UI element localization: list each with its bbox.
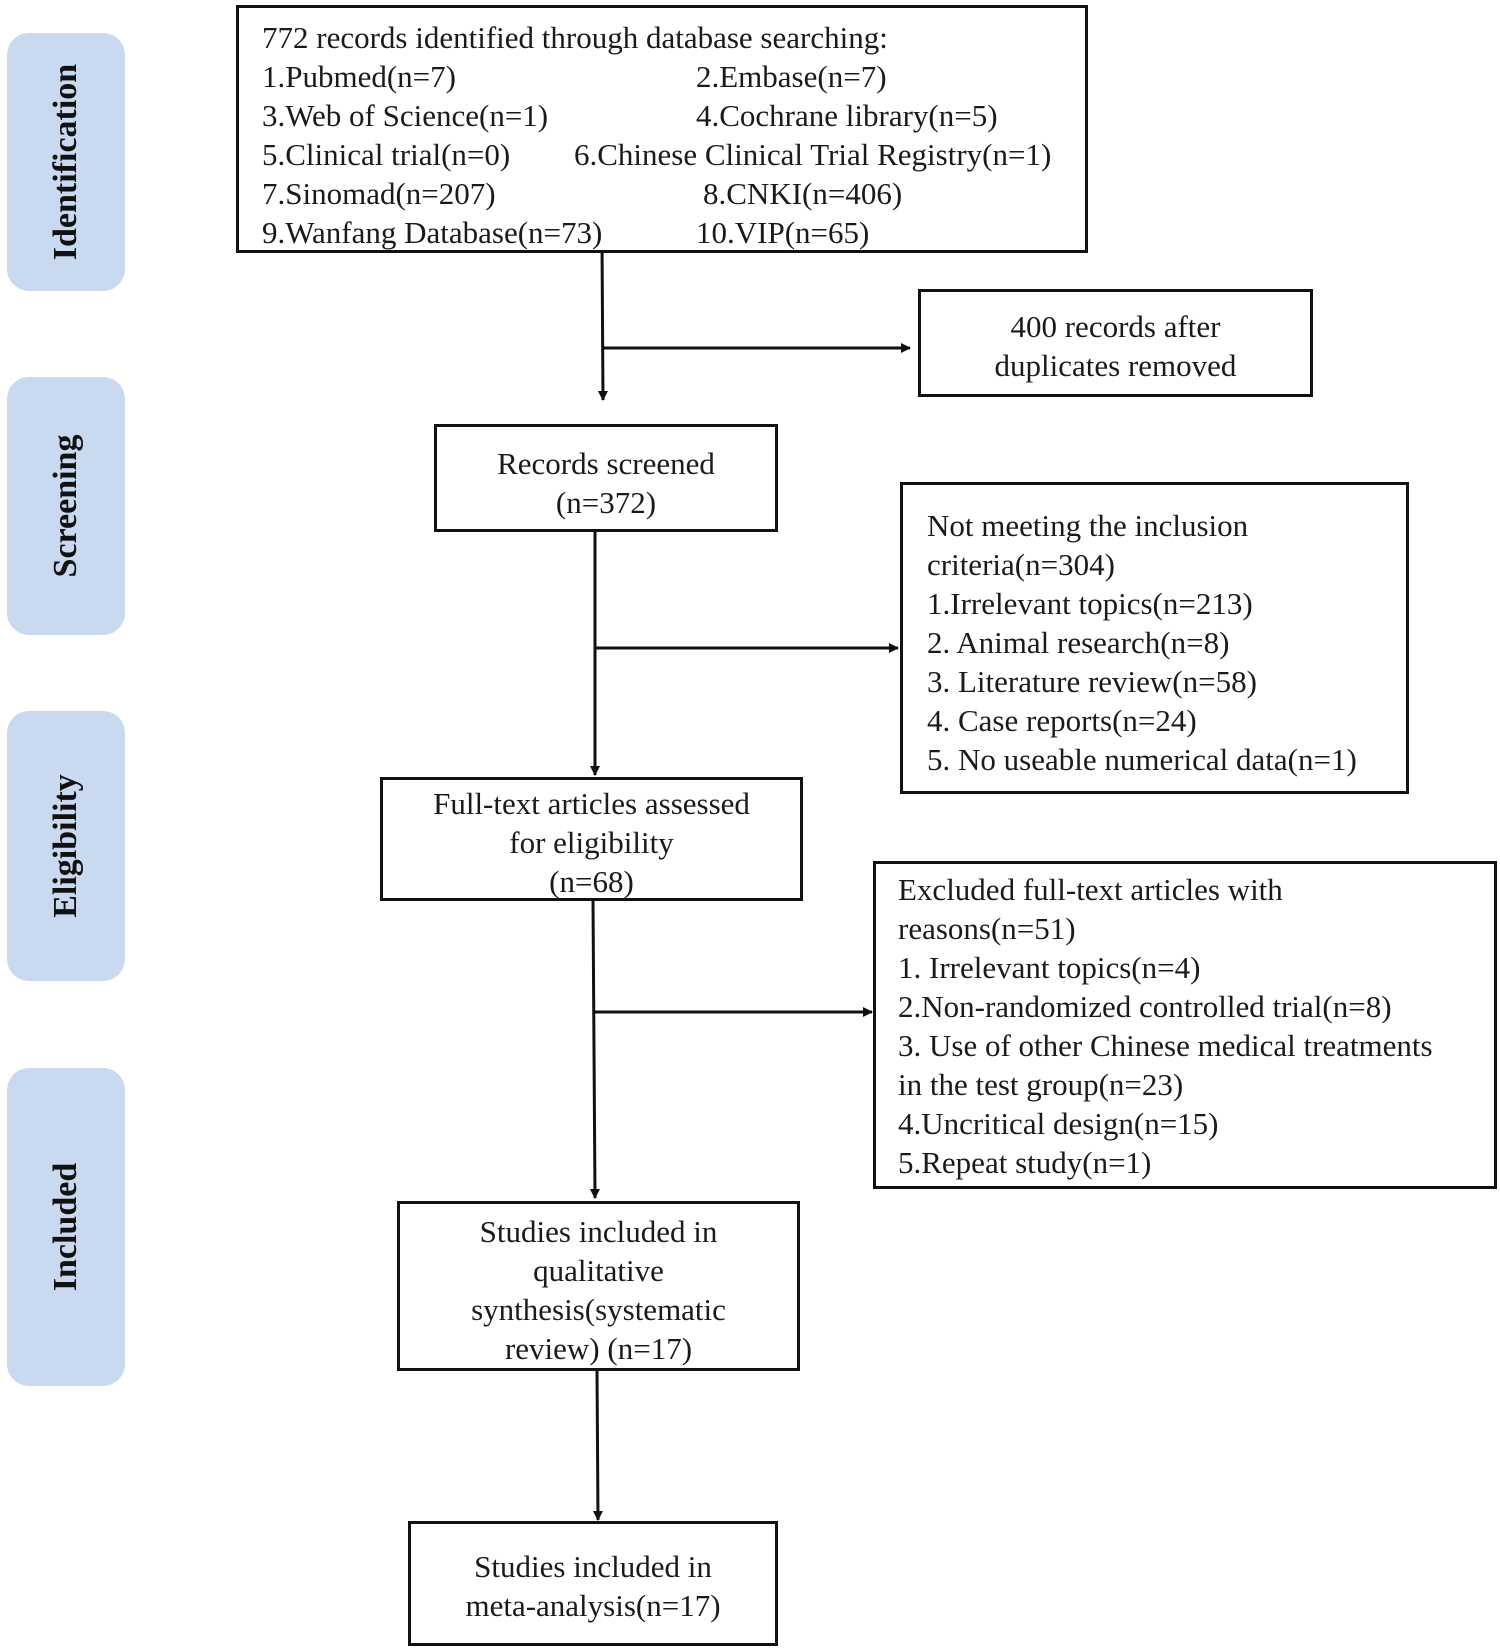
qualitative-synthesis-box: Studies included in qualitative synthesi…	[397, 1201, 800, 1371]
not-meeting-criteria-line: 4. Case reports(n=24)	[927, 703, 1197, 738]
full-text-assessed-line: (n=68)	[549, 864, 634, 899]
duplicates-removed-line: 400 records after	[1010, 309, 1221, 344]
stage-label-included: Included	[7, 1068, 125, 1386]
full-text-assessed-box: Full-text articles assessed for eligibil…	[380, 777, 803, 901]
not-meeting-criteria-line: 1.Irrelevant topics(n=213)	[927, 586, 1253, 621]
source-item: 1.Pubmed(n=7)	[262, 59, 456, 94]
qualitative-synthesis-line: synthesis(systematic	[471, 1292, 726, 1327]
qualitative-synthesis-line: review) (n=17)	[504, 1331, 693, 1366]
not-meeting-criteria-line: 3. Literature review(n=58)	[927, 664, 1257, 699]
qualitative-synthesis-line: qualitative	[533, 1253, 664, 1288]
meta-analysis-line: Studies included in	[474, 1549, 712, 1584]
excluded-full-text-line: in the test group(n=23)	[898, 1067, 1184, 1102]
source-row: 1.Pubmed(n=7) 2.Embase(n=7)	[262, 57, 1085, 96]
meta-analysis-line: meta-analysis(n=17)	[465, 1588, 721, 1623]
duplicates-removed-line: duplicates removed	[994, 348, 1237, 383]
source-item: 4.Cochrane library(n=5)	[696, 98, 998, 133]
excluded-full-text-line: 1. Irrelevant topics(n=4)	[898, 950, 1201, 985]
excluded-full-text-line: 5.Repeat study(n=1)	[898, 1145, 1152, 1180]
records-screened-line: Records screened	[497, 446, 715, 481]
source-item: 2.Embase(n=7)	[696, 59, 887, 94]
stage-label-identification: Identification	[7, 33, 125, 291]
arrow-qualitative-to-meta	[592, 1368, 603, 1521]
excluded-full-text-line: 4.Uncritical design(n=15)	[898, 1106, 1219, 1141]
source-row: 5.Clinical trial(n=0) 6.Chinese Clinical …	[262, 135, 1085, 174]
excluded-full-text-line: Excluded full-text articles with	[898, 872, 1283, 907]
source-row: 7.Sinomad(n=207) 8.CNKI(n=406)	[262, 174, 1085, 213]
source-item: 9.Wanfang Database(n=73)	[262, 215, 603, 250]
records-identified-heading: 772 records identified through database …	[262, 20, 888, 55]
source-item: 10.VIP(n=65)	[696, 215, 870, 250]
source-item: 3.Web of Science(n=1)	[262, 98, 549, 133]
arrow-identified-to-screened	[597, 240, 608, 401]
qualitative-synthesis-line: Studies included in	[479, 1214, 718, 1249]
excluded-full-text-box: Excluded full-text articles with reasons…	[873, 861, 1497, 1189]
arrow-fulltext-to-qualitative	[589, 899, 600, 1199]
source-item: 8.CNKI(n=406)	[703, 176, 903, 211]
source-row: 9.Wanfang Database(n=73) 10.VIP(n=65)	[262, 213, 1085, 252]
stage-label-screening: Screening	[7, 377, 125, 635]
full-text-assessed-line: for eligibility	[509, 825, 674, 860]
not-meeting-criteria-line: 2. Animal research(n=8)	[927, 625, 1230, 660]
not-meeting-criteria-line: Not meeting the inclusion	[927, 508, 1249, 543]
not-meeting-criteria-line: criteria(n=304)	[927, 547, 1115, 582]
full-text-assessed-line: Full-text articles assessed	[433, 786, 750, 821]
source-item: 5.Clinical trial(n=0)	[262, 137, 511, 172]
excluded-full-text-line: reasons(n=51)	[898, 911, 1076, 946]
records-screened-line: (n=372)	[555, 485, 657, 520]
source-item: 7.Sinomad(n=207)	[262, 176, 496, 211]
source-item: 6.Chinese Clinical Trial Registry(n=1)	[574, 137, 1052, 172]
not-meeting-criteria-box: Not meeting the inclusion criteria(n=304…	[900, 482, 1409, 794]
source-row: 3.Web of Science(n=1) 4.Cochrane library(…	[262, 96, 1085, 135]
meta-analysis-box: Studies included in meta-analysis(n=17)	[408, 1521, 778, 1646]
records-screened-box: Records screened (n=372)	[434, 424, 778, 532]
stage-label-eligibility: Eligibility	[7, 711, 125, 981]
records-identified-box: 772 records identified through database …	[236, 5, 1088, 253]
excluded-full-text-line: 2.Non-randomized controlled trial(n=8)	[898, 989, 1392, 1024]
excluded-full-text-line: 3. Use of other Chinese medical treatmen…	[898, 1028, 1433, 1063]
duplicates-removed-box: 400 records after duplicates removed	[918, 289, 1313, 397]
not-meeting-criteria-line: 5. No useable numerical data(n=1)	[927, 742, 1357, 777]
